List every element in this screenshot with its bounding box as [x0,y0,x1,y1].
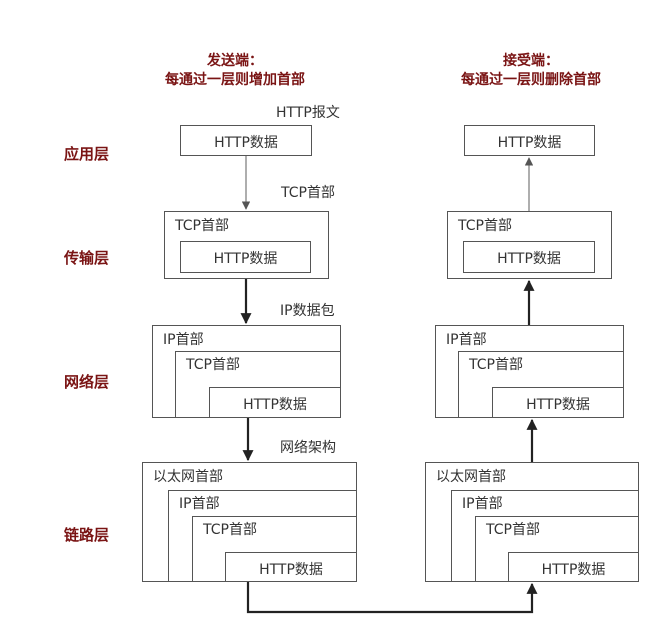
tcp-header-label: TCP首部 [458,218,512,234]
receiver-link-http-box: HTTP数据 [508,552,639,582]
caption-tcp-header: TCP首部 [281,185,335,201]
sender-link-http-box: HTTP数据 [225,552,357,582]
tcp-header-label: TCP首部 [203,522,257,538]
http-data-label: HTTP数据 [497,135,562,151]
ethernet-header-label: 以太网首部 [436,469,506,485]
sender-transport-http-box: HTTP数据 [180,241,311,273]
receiver-app-http-box: HTTP数据 [464,125,595,156]
ip-header-label: IP首部 [446,332,487,348]
receiver-network-http-box: HTTP数据 [492,387,624,418]
tcp-header-label: TCP首部 [186,357,240,373]
receiver-header: 接受端： 每通过一层则删除首部 [446,52,616,90]
sender-subtitle: 每通过一层则增加首部 [165,72,305,88]
receiver-transport-http-box: HTTP数据 [463,241,595,273]
caption-ip-packet: IP数据包 [280,303,335,319]
tcp-header-label: TCP首部 [175,218,229,234]
http-data-label: HTTP数据 [214,135,278,151]
http-data-label: HTTP数据 [541,562,606,578]
layer-application: 应用层 [64,145,110,163]
ethernet-header-label: 以太网首部 [153,469,223,485]
ip-header-label: IP首部 [462,496,503,512]
sender-header: 发送端： 每通过一层则增加首部 [150,52,320,90]
layer-link: 链路层 [64,526,110,544]
layer-transport: 传输层 [64,249,110,267]
tcp-header-label: TCP首部 [469,357,523,373]
ip-header-label: IP首部 [163,332,204,348]
sender-title: 发送端： [207,53,263,69]
receiver-title: 接受端： [503,53,559,69]
http-data-label: HTTP数据 [497,251,561,267]
tcp-header-label: TCP首部 [486,522,540,538]
http-data-label: HTTP数据 [259,562,323,578]
http-data-label: HTTP数据 [526,397,590,413]
sender-app-http-box: HTTP数据 [180,125,312,156]
http-data-label: HTTP数据 [243,397,307,413]
sender-network-http-box: HTTP数据 [209,387,341,418]
arrow-physical-link [246,582,538,614]
receiver-subtitle: 每通过一层则删除首部 [461,72,601,88]
ip-header-label: IP首部 [179,496,220,512]
caption-http-message: HTTP报文 [276,105,340,121]
caption-network-frame: 网络架构 [280,440,336,456]
layer-network: 网络层 [64,373,110,391]
http-data-label: HTTP数据 [213,251,278,267]
